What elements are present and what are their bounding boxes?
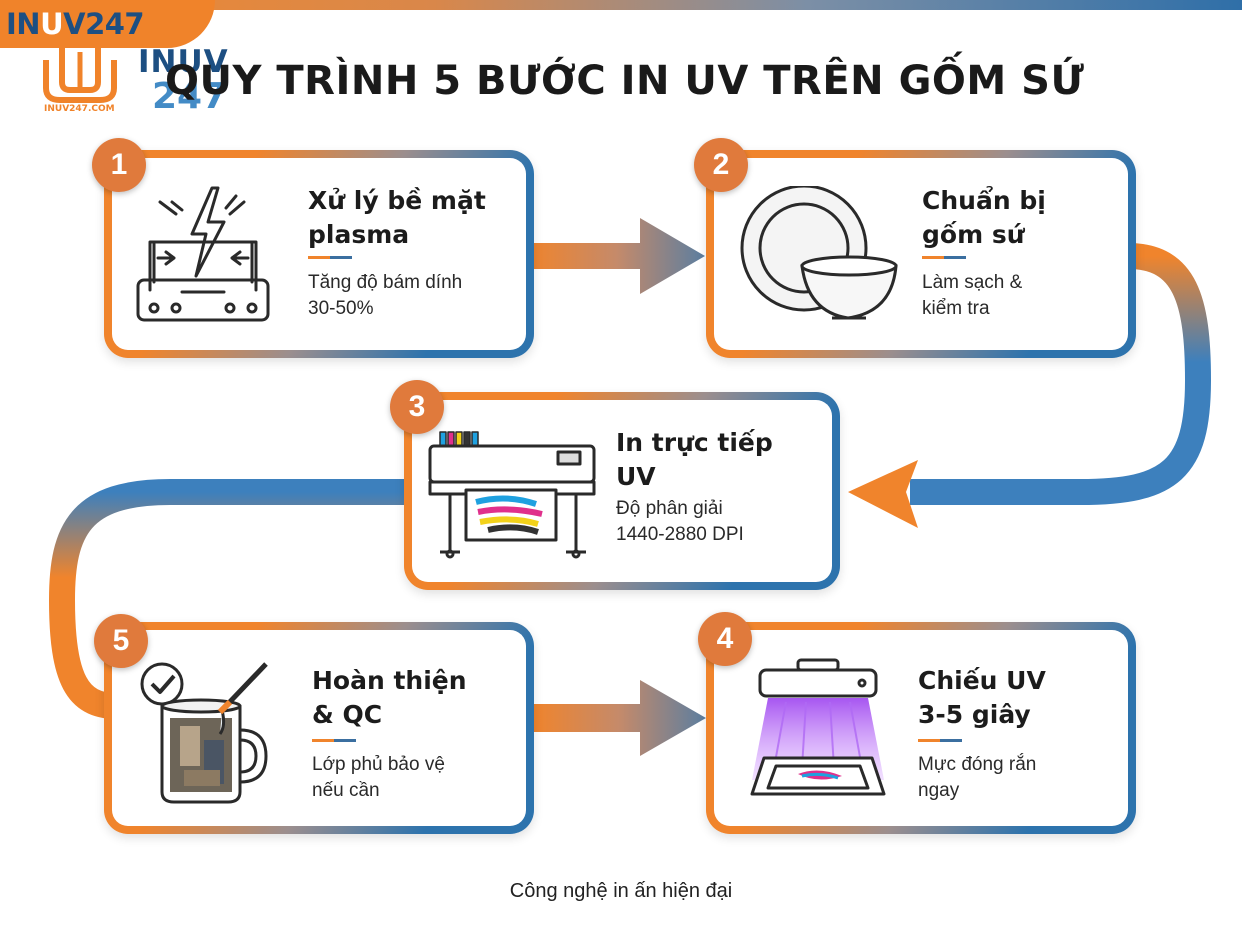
top-accent-bar <box>0 0 1242 10</box>
watermark-logo-number: 247 <box>152 76 228 117</box>
step-title-2: Chuẩn bị gốm sứ <box>922 186 1046 249</box>
step-divider-2 <box>922 256 966 259</box>
arrow-5-to-4 <box>532 680 706 756</box>
brand-logo-icon <box>43 48 117 103</box>
step-divider-4 <box>918 739 962 742</box>
step-number-2: 2 <box>694 138 748 192</box>
page-title: QUY TRÌNH 5 BƯỚC IN UV TRÊN GỐM SỨ <box>165 58 1085 104</box>
curve-3-to-5 <box>48 479 408 719</box>
step-desc-2: Làm sạch & kiểm tra <box>922 272 1023 319</box>
plasma-machine-icon <box>136 186 270 322</box>
step-divider-5 <box>312 739 356 742</box>
brand-website: INUV247.COM <box>44 104 115 114</box>
arrow-into-3 <box>848 460 918 528</box>
step-title-4: Chiếu UV 3-5 giây <box>918 666 1046 729</box>
plate-bowl-icon <box>740 186 898 320</box>
brand-corner <box>0 0 215 48</box>
step-number-1: 1 <box>92 138 146 192</box>
step-desc-3: Độ phân giải 1440-2880 DPI <box>616 498 744 545</box>
step-desc-5: Lớp phủ bảo vệ nếu cần <box>312 754 445 801</box>
footer-caption: Công nghệ in ấn hiện đại <box>509 880 733 902</box>
step-desc-4: Mực đóng rắn ngay <box>918 754 1037 801</box>
step-title-5: Hoàn thiện & QC <box>312 666 467 729</box>
curve-2-to-3 <box>910 243 1212 505</box>
step-title-3: In trực tiếp UV <box>616 428 773 491</box>
step-card-1 <box>104 150 534 358</box>
uv-printer-icon <box>428 431 596 559</box>
step-divider-1 <box>308 256 352 259</box>
step-title-1: Xử lý bề mặt plasma <box>308 186 486 249</box>
step-desc-1: Tăng độ bám dính 30-50% <box>308 272 463 319</box>
step-number-4: 4 <box>698 612 752 666</box>
watermark-logo-text: INUV <box>138 44 229 80</box>
step-number-5: 5 <box>94 614 148 668</box>
step-number-3: 3 <box>390 380 444 434</box>
brand-logo-text: INUV247 <box>6 7 145 41</box>
mug-check-icon <box>140 662 268 804</box>
arrow-1-to-2 <box>528 218 705 294</box>
uv-lamp-icon <box>750 658 886 796</box>
